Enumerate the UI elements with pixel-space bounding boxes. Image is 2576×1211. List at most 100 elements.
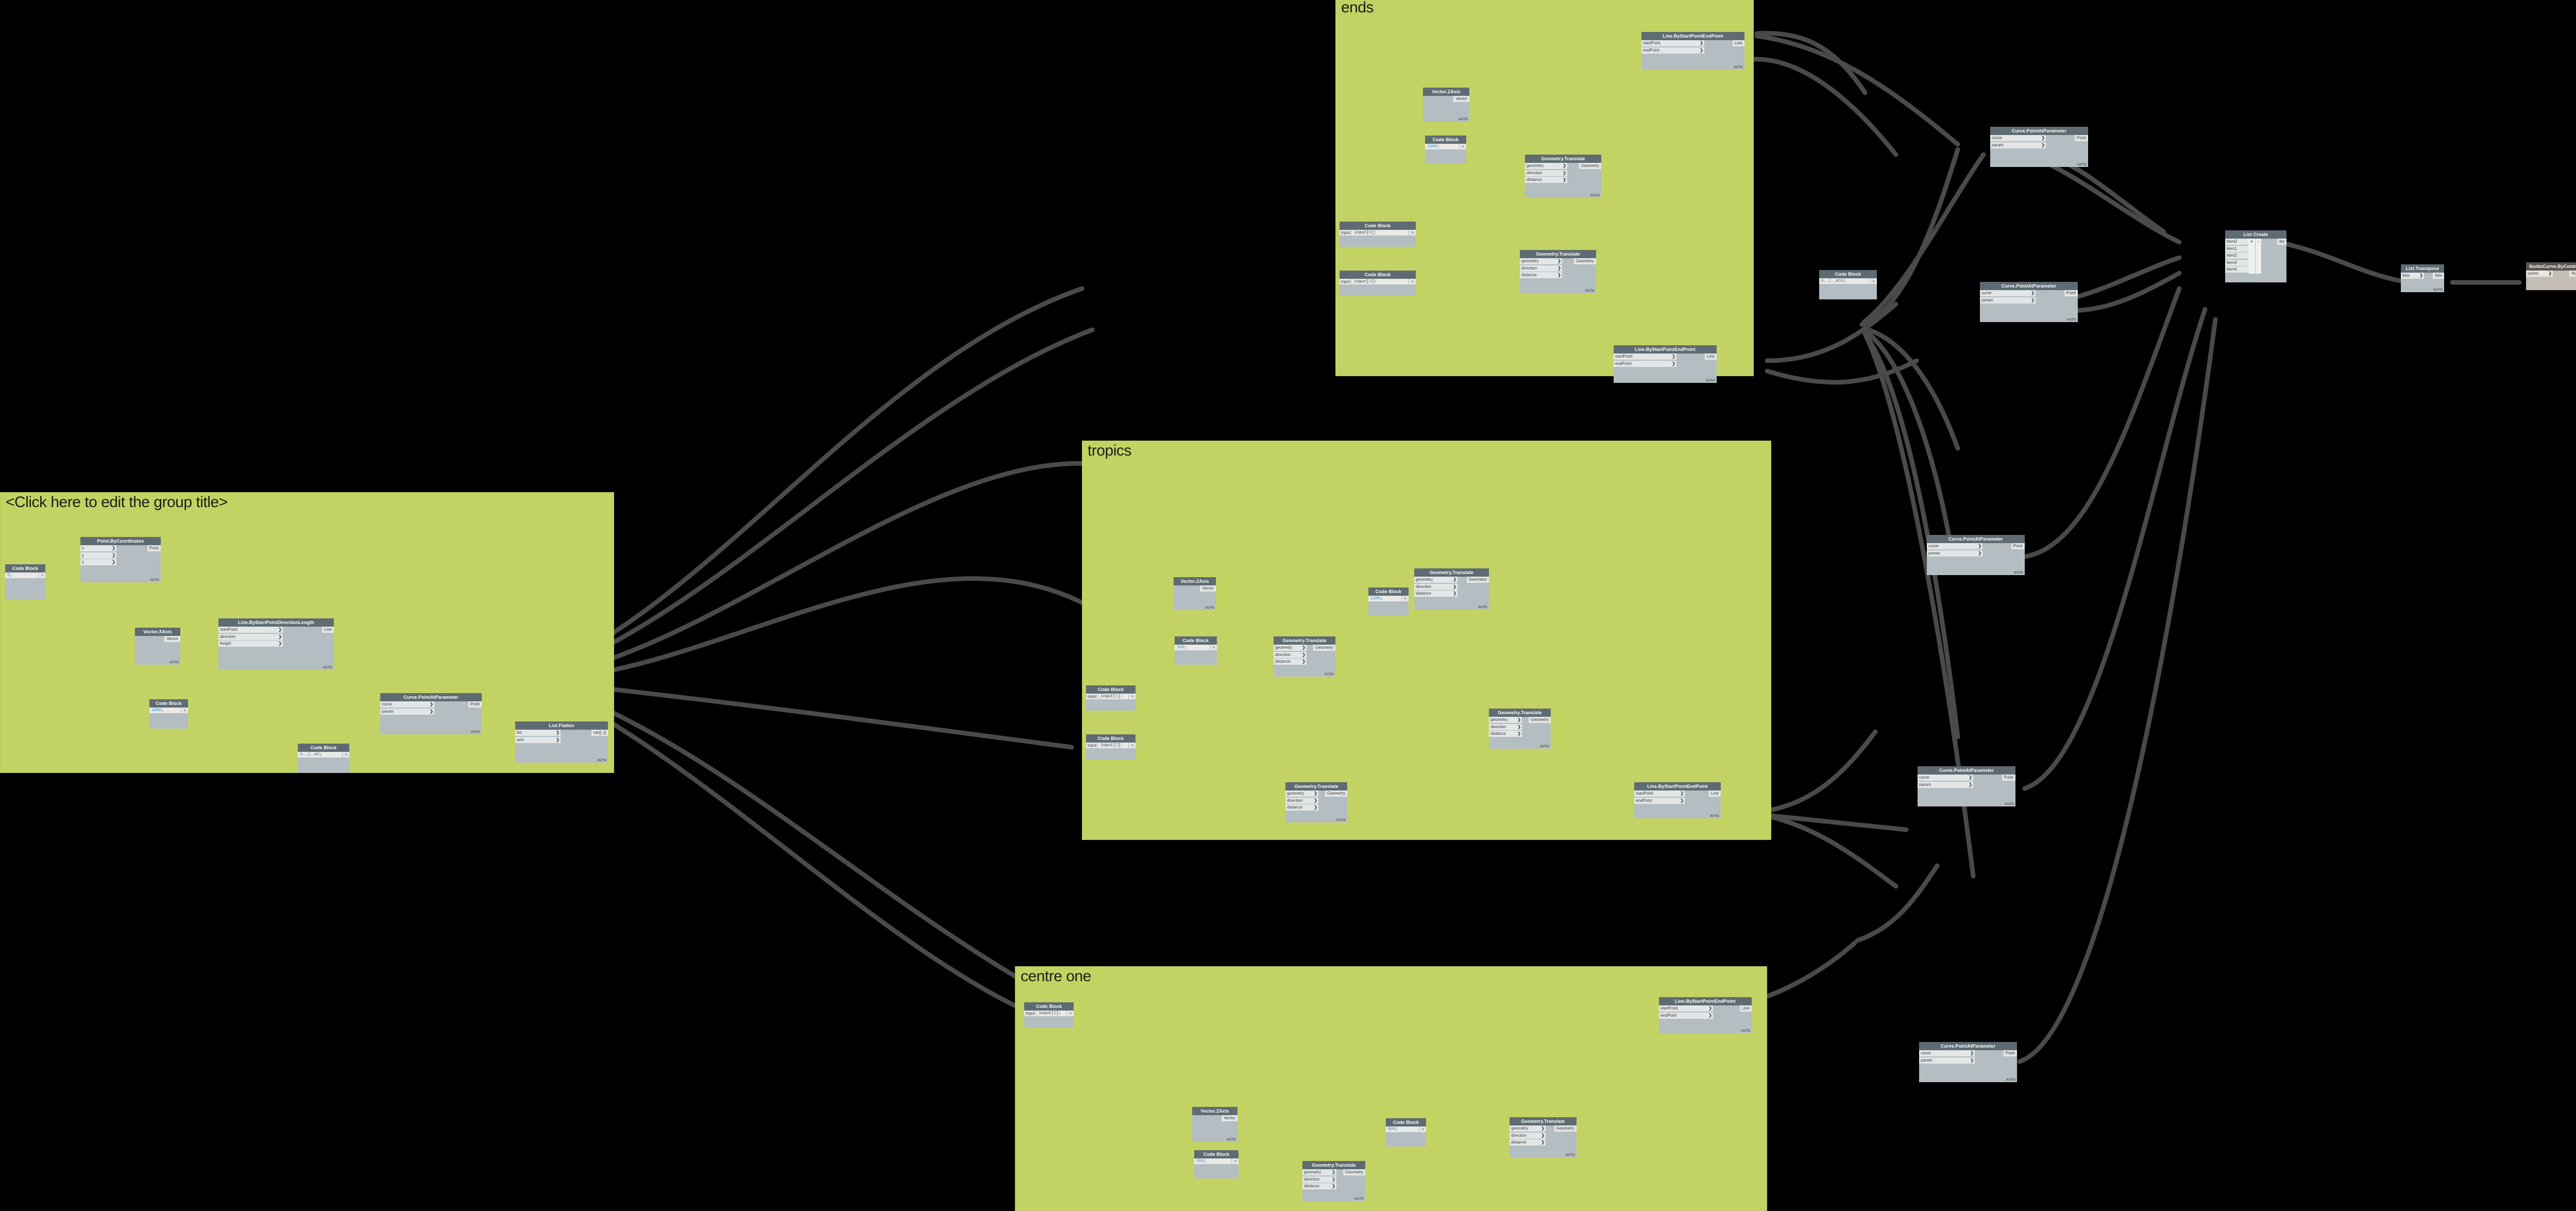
output-port[interactable]: > [1232,1158,1239,1165]
code-editor[interactable]: input[4]; [1352,279,1409,285]
add-item-button[interactable]: + [2248,239,2255,274]
code-editor[interactable]: input[1]; [1098,694,1129,700]
input-port-list[interactable]: list❯ [515,730,561,736]
input-port-distance[interactable]: distance❯ [1525,177,1567,183]
input-port-item2[interactable]: item2 [2225,253,2248,259]
group-title[interactable]: <Click here to edit the group title> [6,494,228,511]
input-port-input[interactable]: input [1086,694,1098,700]
node-code-block[interactable]: Code Block 200; > [1175,636,1217,665]
node-list-flatten[interactable]: List.Flatten list❯ amt❯ var[]..[] AUTO [515,721,608,763]
input-port-geometry[interactable]: geometry❯ [1285,790,1318,797]
output-port-point[interactable]: Point [2011,543,2025,550]
node-code-block[interactable]: Code Block 0..1..#5; > [298,744,349,773]
remove-item-button[interactable]: - [2256,239,2261,274]
node-code-block-input0[interactable]: Code Block input input[0]; > [1340,222,1416,247]
node-curve-pointatparameter[interactable]: Curve.PointAtParameter curve❯ param❯ Poi… [1990,127,2088,167]
input-port-length[interactable]: length❯ [218,641,283,647]
output-port[interactable]: > [39,573,45,579]
node-list-create[interactable]: List Create item0 item1 item2 item3 item… [2225,230,2286,283]
node-geometry-translate[interactable]: Geometry.Translate geometry❯ direction❯ … [1414,568,1489,610]
input-port-distance[interactable]: distance❯ [1285,804,1318,811]
input-port-amt[interactable]: amt❯ [515,736,561,743]
node-code-block[interactable]: Code Block 0; > [5,564,45,600]
node-geometry-translate[interactable]: Geometry.Translate geometry❯ direction❯ … [1285,782,1347,823]
output-port-vector[interactable]: Vector [164,636,180,643]
input-port-endpoint[interactable]: endPoint❯ [1641,47,1704,54]
node-code-block[interactable]: Code Block 800; > [1386,1118,1426,1147]
input-port-param[interactable]: param❯ [380,708,434,715]
output-port[interactable]: > [1067,1011,1074,1017]
output-port-lists[interactable]: lists [2433,273,2444,279]
input-port-points[interactable]: points❯ [2526,271,2553,277]
node-code-block[interactable]: Code Block 1500; > [1425,136,1466,164]
output-port[interactable]: > [1460,144,1466,150]
node-code-block-input4[interactable]: Code Block input input[4]; > [1340,271,1416,296]
input-port-x[interactable]: x❯ [80,545,116,552]
input-port-geometry[interactable]: geometry❯ [1525,163,1567,170]
input-port-param[interactable]: param❯ [1918,781,1973,788]
node-curve-pointatparameter[interactable]: Curve.PointAtParameter curve❯ param❯ Poi… [1927,535,2025,576]
input-port-curve[interactable]: curve❯ [1980,290,2036,297]
output-port[interactable]: > [1870,278,1877,284]
output-port-geometry[interactable]: Geometry [1579,163,1601,170]
input-port-param[interactable]: param❯ [1990,142,2046,148]
input-port-direction[interactable]: direction❯ [1274,651,1307,658]
output-port-geometry[interactable]: Geometry [1573,258,1596,265]
input-port-direction[interactable]: direction❯ [1302,1176,1336,1183]
node-vector-xaxis[interactable]: Vector.XAxis Vector AUTO [135,628,180,665]
output-port-line[interactable]: Line [1704,354,1717,360]
output-port[interactable]: > [181,708,188,714]
input-port-distance[interactable]: distance❯ [1414,591,1458,597]
code-editor[interactable]: 350; [1194,1158,1232,1165]
input-port-item1[interactable]: item1 [2225,245,2248,252]
node-code-block[interactable]: Code Block 0..1..#10; > [1819,270,1877,300]
output-port[interactable]: > [1129,694,1136,700]
input-port-curve[interactable]: curve❯ [1990,135,2046,142]
code-editor[interactable]: 0..1..#5; [298,752,343,758]
output-port-line[interactable]: Line [321,627,334,633]
input-port-startpoint[interactable]: startPoint❯ [1634,790,1685,797]
node-line-bystartpointdirectionlength[interactable]: Line.ByStartPointDirectionLength startPo… [218,618,334,670]
node-geometry-translate[interactable]: Geometry.Translate geometry❯ direction❯ … [1489,709,1551,749]
node-code-block[interactable]: Code Block 1800; > [149,699,188,729]
output-port-geometry[interactable]: Geometry [1313,645,1335,651]
input-port-startpoint[interactable]: startPoint❯ [1641,40,1704,47]
output-port[interactable]: > [1402,596,1409,602]
input-port-direction[interactable]: direction❯ [1510,1132,1546,1139]
input-port-z[interactable]: z❯ [80,559,116,566]
code-editor[interactable]: 0..1..#10; [1819,278,1870,284]
node-code-block-input2[interactable]: Code Block input input[2]; > [1024,1002,1074,1028]
node-geometry-translate[interactable]: Geometry.Translate geometry❯ direction❯ … [1274,636,1335,677]
output-port-geometry[interactable]: Geometry [1325,790,1347,797]
input-port-distance[interactable]: distance❯ [1489,731,1522,737]
code-editor[interactable]: 1100; [1368,596,1402,602]
input-port-geometry[interactable]: geometry❯ [1414,577,1458,583]
code-editor[interactable]: 200; [1175,645,1210,651]
input-port-param[interactable]: param❯ [1980,297,2036,304]
input-port-startpoint[interactable]: startPoint❯ [1659,1005,1713,1012]
node-geometry-translate[interactable]: Geometry.Translate geometry❯ direction❯ … [1302,1161,1365,1202]
code-editor[interactable]: input[3]; [1098,743,1129,749]
input-port-direction[interactable]: direction❯ [218,633,283,640]
output-port-vector[interactable]: Vector [1453,96,1469,103]
output-port[interactable]: > [343,752,349,758]
output-port-geometry[interactable]: Geometry [1554,1125,1577,1132]
input-port-startpoint[interactable]: startPoint❯ [218,627,283,633]
input-port-lists[interactable]: lists❯ [2401,273,2424,279]
node-curve-pointatparameter[interactable]: Curve.PointAtParameter curve❯ param❯ Poi… [1918,766,2015,807]
input-port-geometry[interactable]: geometry❯ [1274,645,1307,651]
group-title[interactable]: ends [1341,0,1374,16]
node-code-block[interactable]: Code Block 1100; > [1368,587,1409,616]
node-geometry-translate[interactable]: Geometry.Translate geometry❯ direction❯ … [1525,155,1601,198]
output-port-vector[interactable]: Vector [1200,585,1216,592]
node-list-transpose[interactable]: List.Transpose lists❯ lists AUTO [2401,264,2444,293]
output-port-point[interactable]: Point [2064,290,2078,297]
output-port-point[interactable]: Point [468,701,482,708]
input-port-geometry[interactable]: geometry❯ [1489,717,1522,724]
output-port-geometry[interactable]: Geometry [1528,717,1551,724]
input-port-input[interactable]: input [1340,279,1352,285]
input-port-endpoint[interactable]: endPoint❯ [1659,1012,1713,1019]
output-port-point[interactable]: Point [2074,135,2088,142]
node-line-bystartpointendpoint[interactable]: Line.ByStartPointEndPoint startPoint❯ en… [1641,32,1744,70]
